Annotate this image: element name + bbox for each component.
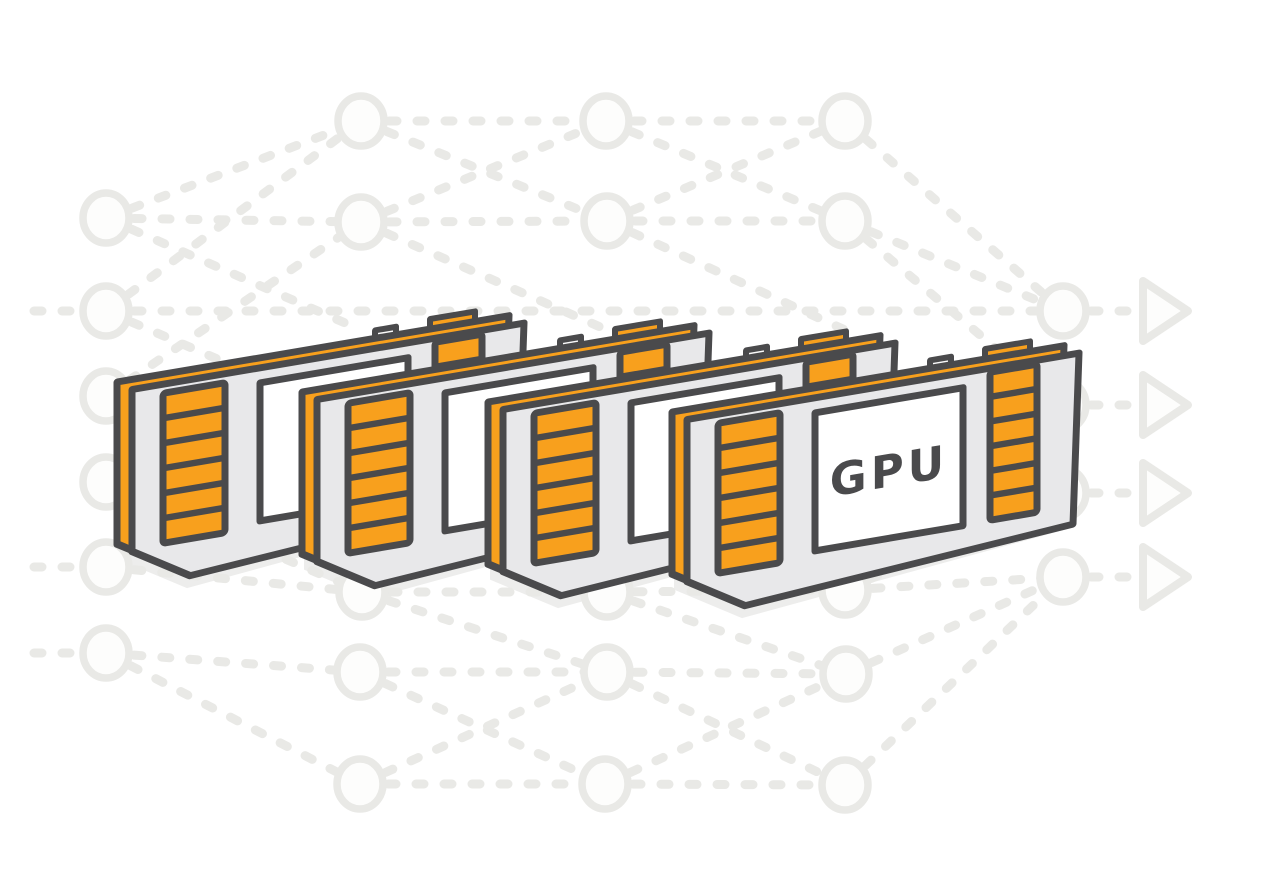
network-edge [355, 667, 610, 789]
network-node [1036, 548, 1090, 606]
arrow-right-icon [1139, 277, 1192, 345]
memory-bank-separator [718, 434, 780, 452]
memory-bank-separator [534, 474, 596, 492]
network-edge [600, 669, 851, 789]
network-node [333, 755, 387, 813]
memory-bank-separator [718, 484, 780, 502]
network-edge [101, 217, 366, 401]
network-edge [840, 572, 1068, 595]
network-edge [101, 116, 366, 223]
network-edge [356, 217, 612, 335]
network-node [334, 92, 388, 150]
gpu-panel [811, 384, 967, 555]
memory-bank-separator [718, 509, 780, 527]
network-node [579, 92, 633, 150]
memory-bank-separator [163, 429, 225, 447]
network-node [580, 192, 634, 250]
network-edge [101, 116, 366, 316]
memory-bank-separator [348, 514, 410, 532]
gpu-card-4: GPU [668, 338, 1083, 610]
network-edge [840, 116, 1068, 316]
network-edge [101, 648, 365, 789]
gpu-cards-layer: GPU [113, 308, 1083, 610]
network-node [334, 193, 388, 251]
memory-bank-separator [163, 454, 225, 472]
network-edge [356, 116, 612, 226]
memory-bank-separator [534, 449, 596, 467]
memory-bank-separator [990, 459, 1037, 475]
network-node [79, 282, 133, 340]
network-edge [840, 216, 1068, 316]
network-node [1036, 282, 1090, 340]
network-edge [600, 779, 850, 790]
network-edge [841, 572, 1068, 679]
network-edge [356, 116, 611, 227]
memory-bank-separator [534, 424, 596, 442]
network-nodes-layer [79, 92, 1090, 814]
output-arrows-layer [1139, 277, 1192, 611]
memory-bank-separator [163, 404, 225, 422]
memory-bank-separator [348, 414, 410, 432]
network-edge [101, 213, 366, 227]
arrow-right-icon [1139, 543, 1192, 611]
network-node [580, 643, 634, 701]
memory-bank-separator [348, 489, 410, 507]
memory-bank-separator [163, 479, 225, 497]
network-node [818, 192, 872, 250]
memory-bank-separator [990, 435, 1037, 450]
network-node [578, 755, 632, 813]
network-node [333, 643, 387, 701]
memory-bank-separator [990, 410, 1037, 425]
network-edge [602, 667, 851, 679]
memory-bank-separator [718, 534, 780, 552]
arrow-right-icon [1139, 459, 1192, 527]
arrow-right-icon [1139, 371, 1192, 439]
memory-bank-separator [348, 464, 410, 482]
network-node [818, 92, 872, 150]
memory-bank-separator [163, 504, 225, 522]
network-edge [840, 572, 1068, 790]
memory-bank-separator [348, 439, 410, 457]
network-edge [840, 216, 1068, 410]
memory-bank-separator [990, 385, 1037, 401]
network-node [819, 645, 873, 703]
network-node [79, 624, 133, 682]
network-node [818, 756, 872, 814]
network-edge [101, 213, 366, 335]
network-edge [602, 667, 850, 790]
network-node [79, 189, 133, 247]
gpu-card-skew-group: GPU [668, 338, 1083, 610]
memory-bank-separator [534, 524, 596, 542]
memory-bank-separator [990, 484, 1037, 499]
memory-bank-separator [534, 499, 596, 517]
network-edge [356, 216, 612, 227]
network-edge [355, 667, 612, 789]
memory-bank-separator [718, 459, 780, 477]
network-node [79, 538, 133, 596]
network-edge [101, 648, 365, 677]
